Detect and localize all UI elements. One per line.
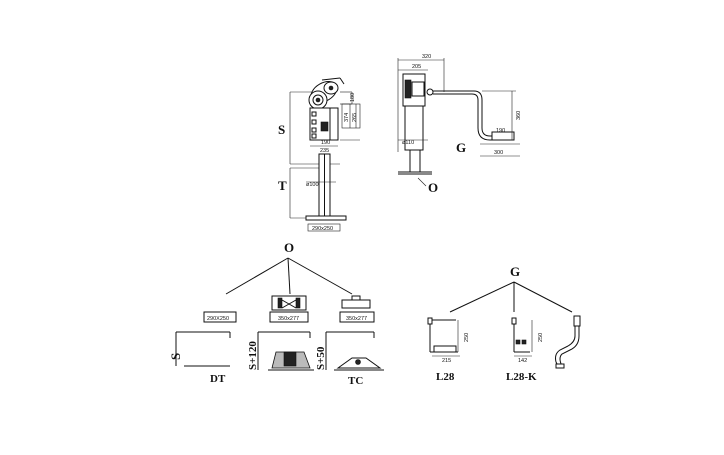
plate-label-3: 350x277 bbox=[346, 316, 367, 322]
dim-300: 300 bbox=[494, 150, 503, 156]
dim-374: 374 bbox=[344, 113, 350, 122]
l28k-dim-v: 250 bbox=[538, 333, 544, 342]
root-g: G bbox=[510, 264, 520, 279]
dim-360: 360 bbox=[516, 111, 522, 120]
dim-190r: 190 bbox=[496, 128, 505, 134]
side-label-s: S bbox=[168, 353, 183, 360]
label-g: G bbox=[456, 140, 466, 155]
dim-290x250: 290x250 bbox=[312, 226, 333, 232]
label-s: S bbox=[278, 122, 285, 137]
dim-180: 180 bbox=[350, 93, 356, 102]
front-view-jack: 180 374 265 190 235 ø100 290x250 S T bbox=[278, 77, 361, 232]
variant-name-l28k: L28-K bbox=[506, 371, 537, 383]
l28k-dim-h: 142 bbox=[518, 358, 527, 364]
l28-dim-h: 215 bbox=[442, 358, 451, 364]
variant-name-l28: L28 bbox=[436, 371, 455, 383]
foot-name-dt: DT bbox=[210, 373, 226, 385]
dim-d100: ø100 bbox=[306, 182, 319, 188]
dim-265: 265 bbox=[352, 113, 358, 122]
side-label-s120: S+120 bbox=[247, 341, 259, 370]
dim-235: 235 bbox=[320, 148, 329, 154]
dim-205: 205 bbox=[412, 64, 421, 70]
side-view-jack: 320 205 360 190 300 ø110 G O bbox=[397, 54, 522, 195]
plate-label-1: 290X250 bbox=[207, 316, 229, 322]
label-t: T bbox=[278, 178, 287, 193]
l28-dim-v: 250 bbox=[464, 333, 470, 342]
handle-options: G 250 215 L28 250 142 L28-K bbox=[427, 264, 581, 383]
foot-name-tc: TC bbox=[348, 375, 363, 387]
side-label-s50: S+50 bbox=[315, 346, 327, 370]
root-o: O bbox=[284, 240, 294, 255]
label-o: O bbox=[428, 180, 438, 195]
plate-label-2: 350x277 bbox=[278, 316, 299, 322]
foot-options: O 290X250 350x277 350x277 S DT bbox=[168, 240, 384, 387]
dim-d110: ø110 bbox=[402, 140, 414, 146]
dim-190: 190 bbox=[321, 140, 330, 146]
dim-320: 320 bbox=[422, 54, 431, 60]
